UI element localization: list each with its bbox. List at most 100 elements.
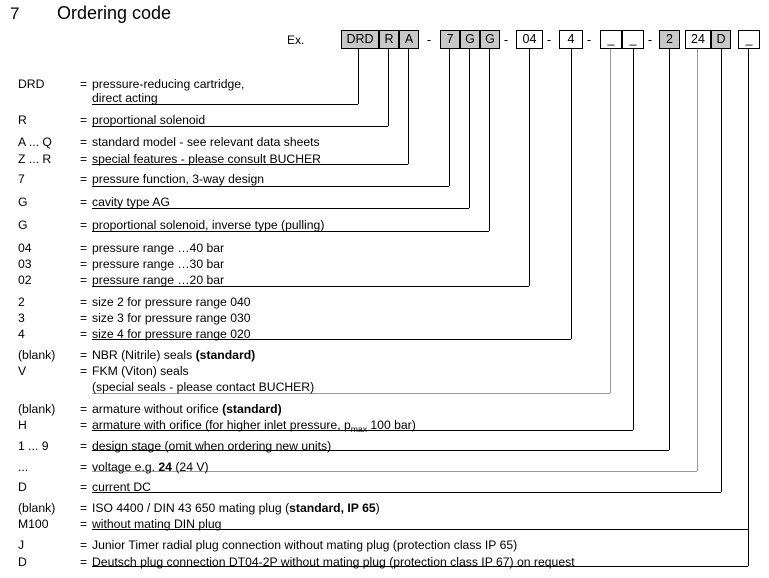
code-box-1[interactable]: R — [379, 30, 399, 49]
legend-description-8: pressure range …40 bar — [92, 241, 224, 255]
legend-code-9: 03 — [18, 257, 32, 271]
code-separator-4: - — [647, 32, 653, 47]
legend-code-8: 04 — [18, 241, 32, 255]
legend-description-text-12: size 3 for pressure range 030 — [92, 311, 251, 325]
legend-code-25: D — [18, 555, 27, 569]
legend-emphasis-tail-17: (standard) — [222, 402, 282, 416]
legend-description-17: armature without orifice (standard) — [92, 402, 282, 416]
code-separator-3: - — [586, 32, 592, 47]
legend-equals-9: = — [80, 257, 88, 271]
legend-equals-11: = — [80, 295, 88, 309]
code-box-13[interactable]: _ — [738, 30, 760, 49]
legend-equals-24: = — [80, 538, 88, 552]
legend-description-20: voltage e.g. 24 (24 V) — [92, 460, 209, 474]
legend-description-22: ISO 4400 / DIN 43 650 mating plug (stand… — [92, 501, 380, 515]
legend-description-13: size 4 for pressure range 020 — [92, 327, 251, 341]
legend-description-15: FKM (Viton) seals — [92, 364, 189, 378]
legend-description-11: size 2 for pressure range 040 — [92, 295, 251, 309]
legend-description-text-17: armature without orifice — [92, 402, 223, 416]
code-box-2[interactable]: A — [399, 30, 419, 49]
code-box-4[interactable]: G — [460, 30, 480, 49]
legend-description-text-20: voltage e.g. — [92, 460, 159, 474]
leader-last-vertical — [748, 529, 749, 566]
legend-code-3: A ... Q — [18, 135, 52, 149]
legend-description-tail-18: 100 bar) — [367, 418, 416, 432]
legend-description-2: proportional solenoid — [92, 113, 205, 127]
legend-equals-6: = — [80, 195, 88, 209]
legend-equals-23: = — [80, 517, 88, 531]
legend-code-20: ... — [18, 460, 29, 474]
legend-description-text-0: pressure-reducing cartridge, — [92, 77, 245, 91]
legend-description-text-23: without mating DIN plug — [92, 517, 222, 531]
legend-equals-14: = — [80, 348, 88, 362]
code-box-10[interactable]: 2 — [659, 30, 680, 49]
legend-code-17: (blank) — [18, 402, 56, 416]
legend-description-10: pressure range …20 bar — [92, 273, 224, 287]
leader-24-vertical — [697, 49, 698, 471]
legend-description-text-13: size 4 for pressure range 020 — [92, 327, 251, 341]
legend-code-24: J — [18, 538, 25, 552]
legend-description-25: Deutsch plug connection DT04-2P without … — [92, 555, 575, 569]
leader-d-vertical — [721, 49, 722, 492]
legend-description-7: proportional solenoid, inverse type (pul… — [92, 218, 324, 232]
leader-2-vertical — [669, 49, 670, 450]
legend-code-6: G — [18, 195, 28, 209]
code-box-11[interactable]: 24 — [685, 30, 711, 49]
legend-equals-10: = — [80, 273, 88, 287]
legend-code-2: R — [18, 113, 27, 127]
leader-g1-horizontal — [92, 208, 469, 209]
legend-equals-4: = — [80, 152, 88, 166]
legend-code-18: H — [18, 418, 27, 432]
legend-description-text-25: Deutsch plug connection DT04-2P without … — [92, 555, 575, 569]
leader-24-horizontal — [92, 471, 697, 472]
code-box-7[interactable]: 4 — [559, 30, 583, 49]
legend-equals-21: = — [80, 480, 88, 494]
legend-description-5: pressure function, 3-way design — [92, 172, 264, 186]
legend-description-text-8: pressure range …40 bar — [92, 241, 225, 255]
code-box-6[interactable]: 04 — [516, 30, 543, 49]
leader-4-horizontal — [92, 339, 571, 340]
legend-emphasis-22: standard, IP 65 — [289, 501, 376, 515]
legend-description-4: special features - please consult BUCHER — [92, 152, 321, 166]
legend-description-16: (special seals - please contact BUCHER) — [92, 380, 314, 394]
code-box-12[interactable]: D — [711, 30, 731, 49]
leader-a-horizontal — [92, 164, 408, 165]
legend-equals-12: = — [80, 311, 88, 325]
code-box-3[interactable]: 7 — [440, 30, 460, 49]
leader-04-horizontal — [92, 286, 529, 287]
legend-equals-13: = — [80, 327, 88, 341]
leader-g1-vertical — [469, 49, 470, 208]
legend-equals-19: = — [80, 439, 88, 453]
legend-emphasis-20: 24 — [158, 460, 172, 474]
legend-description-text-16: (special seals - please contact BUCHER) — [92, 380, 315, 394]
legend-description-text-24: Junior Timer radial plug connection with… — [92, 538, 518, 552]
legend-description-19: design stage (omit when ordering new uni… — [92, 439, 331, 453]
code-box-0[interactable]: DRD — [341, 30, 379, 49]
code-box-8[interactable]: _ — [600, 30, 622, 49]
code-box-9[interactable]: _ — [622, 30, 644, 49]
code-box-5[interactable]: G — [480, 30, 500, 49]
legend-code-5: 7 — [18, 172, 25, 186]
leader-d-horizontal — [92, 492, 721, 493]
legend-description-text-3: standard model - see relevant data sheet… — [92, 135, 320, 149]
leader-2-horizontal — [92, 450, 669, 451]
leader-drd-vertical — [358, 49, 359, 104]
legend-code-15: V — [18, 364, 27, 378]
legend-description-text-11: size 2 for pressure range 040 — [92, 295, 251, 309]
leader-r-vertical — [388, 49, 389, 126]
code-separator-1: - — [503, 32, 509, 47]
legend-description-text-4: special features - please consult BUCHER — [92, 152, 321, 166]
legend-equals-5: = — [80, 172, 88, 186]
legend-equals-0: = — [80, 77, 88, 91]
legend-equals-22: = — [80, 501, 88, 515]
legend-equals-18: = — [80, 418, 88, 432]
legend-equals-17: = — [80, 402, 88, 416]
legend-description-23: without mating DIN plug — [92, 517, 221, 531]
legend-description-9: pressure range …30 bar — [92, 257, 224, 271]
legend-equals-3: = — [80, 135, 88, 149]
legend-description-14: NBR (Nitrile) seals (standard) — [92, 348, 255, 362]
leader-4-vertical — [571, 49, 572, 339]
legend-code-4: Z ... R — [18, 152, 52, 166]
legend-code-7: G — [18, 218, 28, 232]
